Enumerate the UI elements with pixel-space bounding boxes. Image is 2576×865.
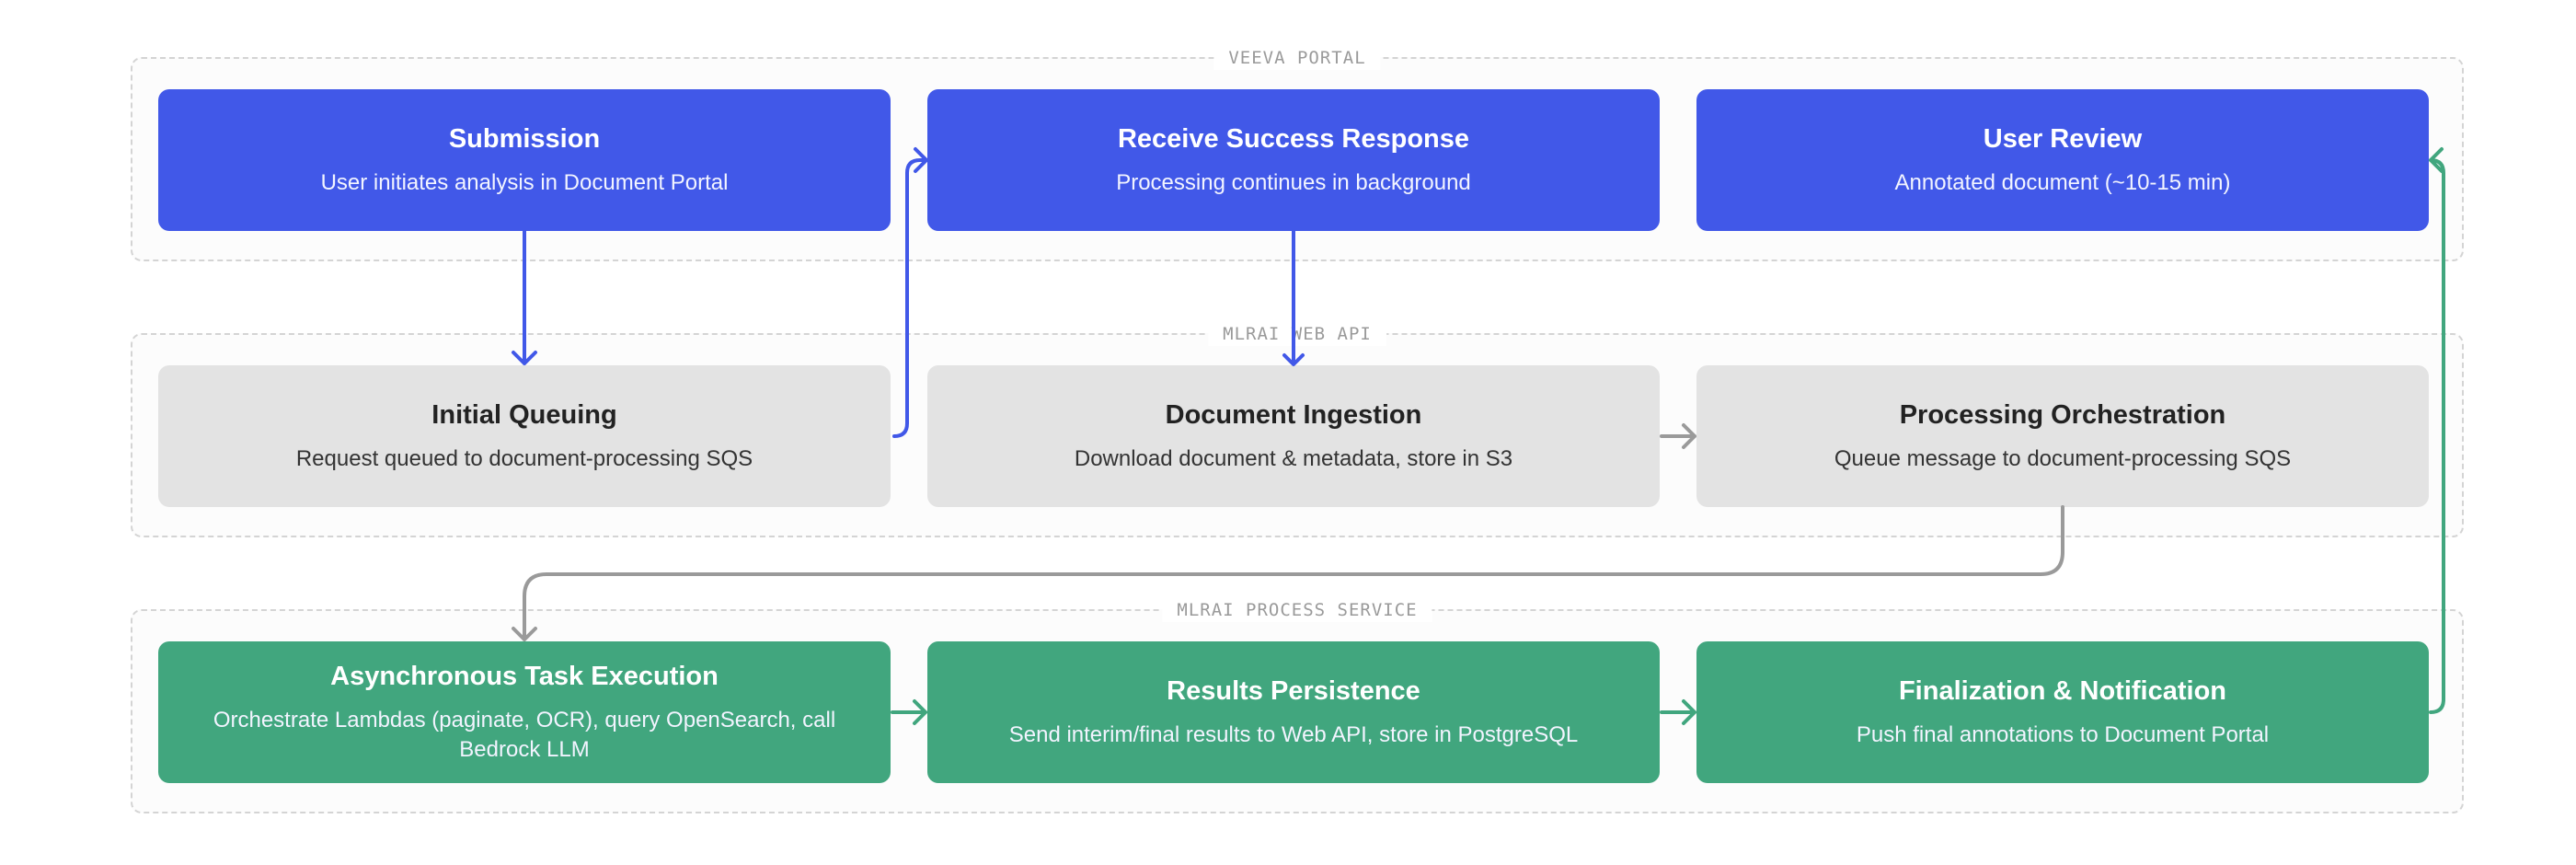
node-title: Document Ingestion: [1165, 400, 1422, 430]
lane-label: MLRAI WEB API: [1208, 322, 1386, 346]
node-receive-success-response: Receive Success Response Processing cont…: [927, 89, 1660, 231]
node-processing-orchestration: Processing Orchestration Queue message t…: [1696, 365, 2429, 507]
node-description: Request queued to document-processing SQ…: [295, 446, 753, 471]
node-title: Results Persistence: [1167, 676, 1420, 706]
node-title: Processing Orchestration: [1899, 400, 2226, 430]
node-description: Push final annotations to Document Porta…: [1856, 722, 2270, 747]
node-description: Processing continues in background: [1116, 170, 1471, 195]
node-title: Submission: [448, 124, 601, 154]
node-title: Finalization & Notification: [1898, 676, 2227, 706]
node-finalization-notification: Finalization & Notification Push final a…: [1696, 641, 2429, 783]
node-description: Annotated document (~10-15 min): [1894, 170, 2231, 195]
lane-label: VEEVA PORTAL: [1213, 46, 1381, 70]
node-initial-queuing: Initial Queuing Request queued to docume…: [158, 365, 891, 507]
node-title: Initial Queuing: [431, 400, 617, 430]
node-user-review: User Review Annotated document (~10-15 m…: [1696, 89, 2429, 231]
node-title: User Review: [1983, 124, 2143, 154]
node-description: Send interim/final results to Web API, s…: [1008, 722, 1579, 747]
node-description: User initiates analysis in Document Port…: [320, 170, 729, 195]
node-submission: Submission User initiates analysis in Do…: [158, 89, 891, 231]
lane-label: MLRAI PROCESS SERVICE: [1162, 598, 1432, 622]
node-document-ingestion: Document Ingestion Download document & m…: [927, 365, 1660, 507]
node-description: Download document & metadata, store in S…: [1074, 446, 1513, 471]
node-title: Receive Success Response: [1117, 124, 1470, 154]
node-description: Queue message to document-processing SQS: [1834, 446, 2292, 471]
node-results-persistence: Results Persistence Send interim/final r…: [927, 641, 1660, 783]
node-title: Asynchronous Task Execution: [330, 662, 719, 691]
node-asynchronous-task-execution: Asynchronous Task Execution Orchestrate …: [158, 641, 891, 783]
node-description: Orchestrate Lambdas (paginate, OCR), que…: [213, 708, 836, 762]
